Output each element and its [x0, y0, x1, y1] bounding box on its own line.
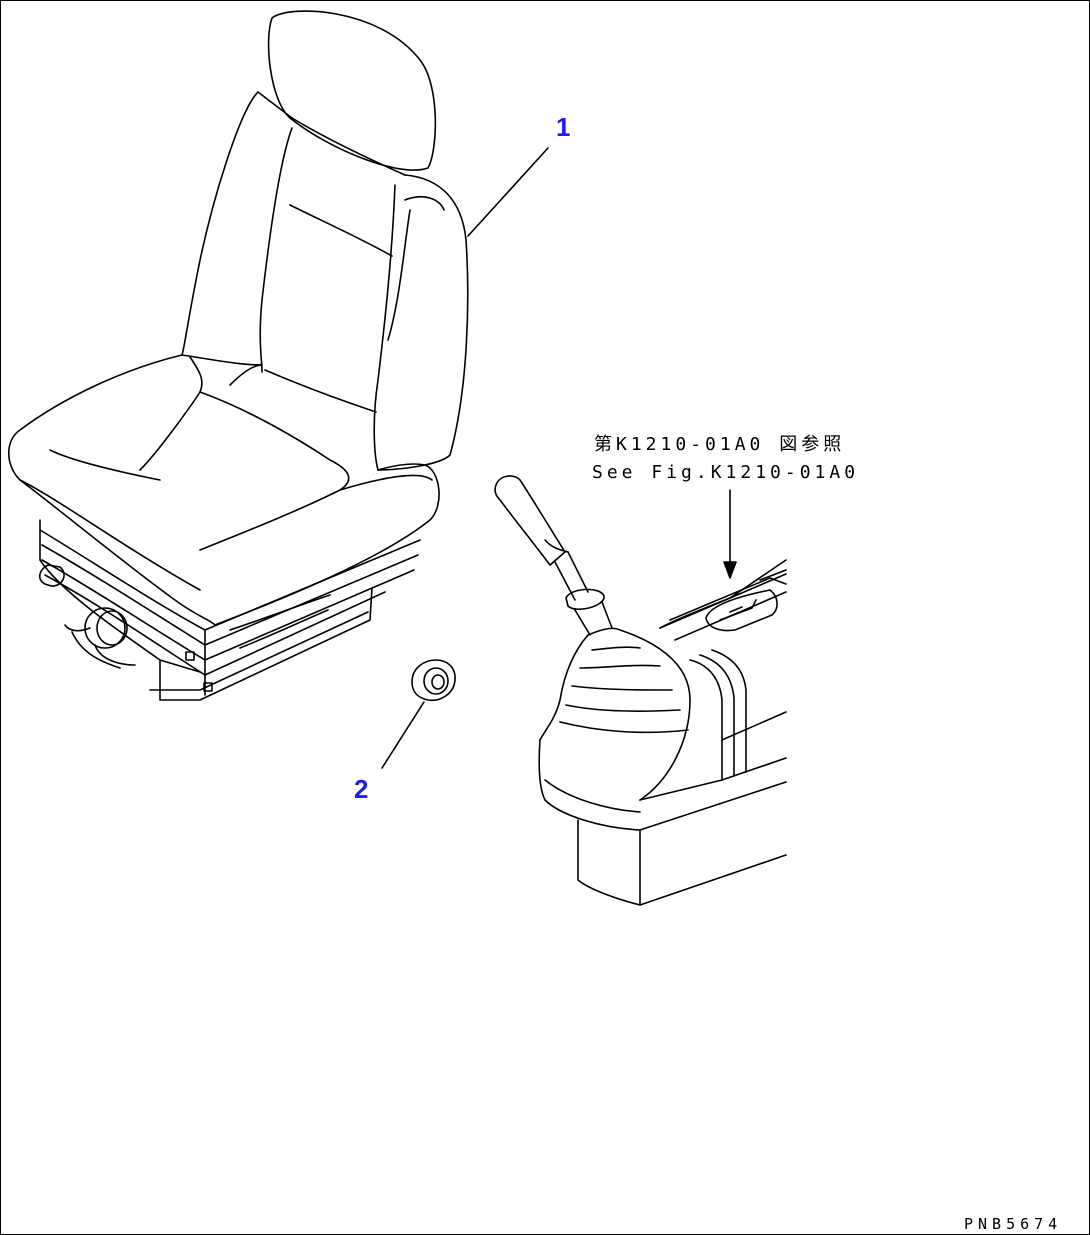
leader-line-1 [467, 147, 549, 237]
callout-1[interactable]: 1 [556, 112, 571, 142]
reference-note-jp: 第K1210-01A0 図参照 [594, 434, 846, 455]
drawing-code: PNB5674 [964, 1215, 1063, 1233]
leader-line-2 [381, 701, 425, 769]
reference-note-en: See Fig.K1210-01A0 [592, 462, 860, 483]
seat-icon [8, 10, 469, 701]
console-icon [494, 475, 787, 906]
cap-icon [411, 659, 456, 702]
callout-2[interactable]: 2 [354, 774, 369, 804]
